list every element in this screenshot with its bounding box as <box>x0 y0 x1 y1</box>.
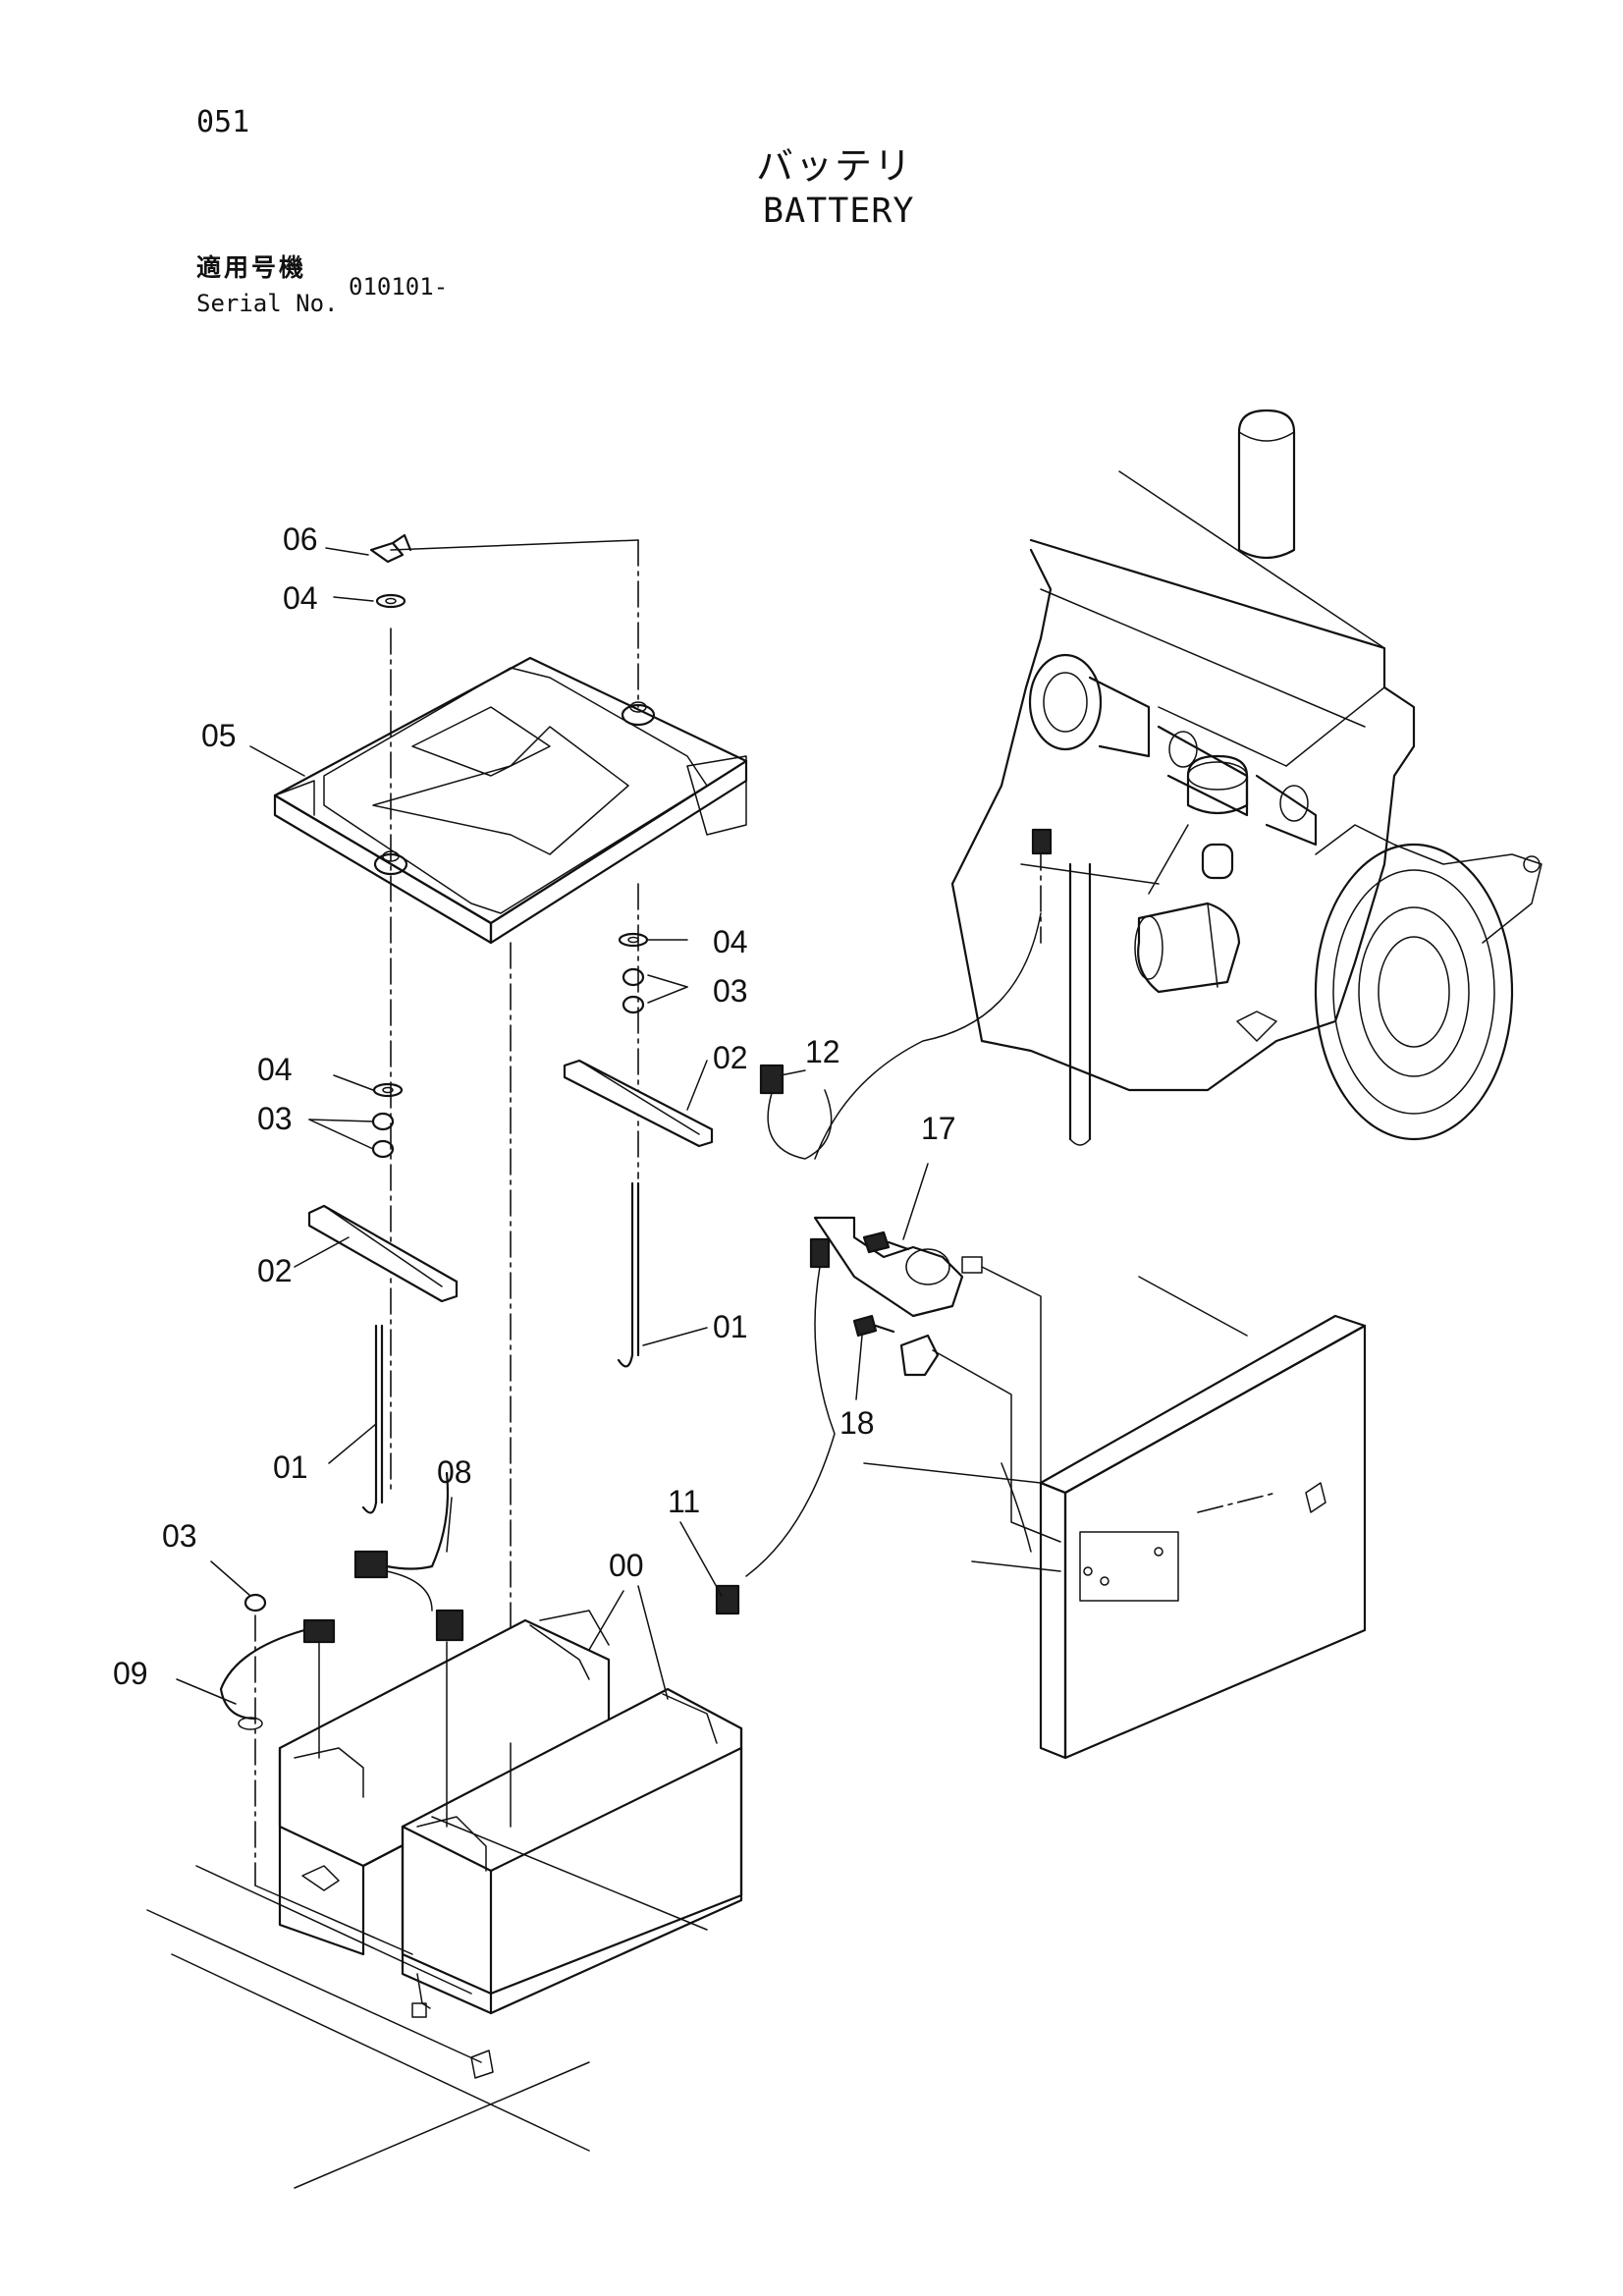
callout-01-left: 01 <box>273 1449 308 1485</box>
nut-left-1 <box>371 1112 395 1131</box>
right-hardware-stack <box>510 539 714 1744</box>
callout-17: 17 <box>921 1111 956 1146</box>
callout-03-bottom: 03 <box>162 1518 197 1554</box>
callout-04-left: 04 <box>257 1052 293 1087</box>
callout-12: 12 <box>805 1034 840 1069</box>
callout-02-left: 02 <box>257 1253 293 1288</box>
callout-06: 06 <box>283 521 318 557</box>
engine-illustration <box>814 409 1542 1160</box>
nut-bottom <box>243 1593 267 1613</box>
battery-cables <box>219 1471 512 1886</box>
starter-motor <box>1137 902 1241 994</box>
washer-left <box>372 1082 404 1098</box>
callout-11: 11 <box>668 1484 700 1519</box>
bolt-17 <box>862 1230 891 1254</box>
battery-mounting-plate <box>863 1276 1367 1760</box>
page-title: BATTERY <box>763 191 915 231</box>
nut-left-2 <box>371 1139 395 1159</box>
leader-lines <box>176 547 929 1705</box>
bolt-18 <box>852 1314 878 1338</box>
serial-label: Serial No. <box>196 290 339 317</box>
callout-01-right: 01 <box>713 1309 748 1344</box>
callout-labels: 06 04 05 04 03 02 04 03 02 01 01 08 03 0… <box>113 521 956 1691</box>
washer-top <box>375 593 406 609</box>
battery-hold-down <box>273 656 748 945</box>
page-title-japanese: バッテリ <box>756 144 914 188</box>
serial-label-japanese: 適用号機 <box>196 253 307 282</box>
flywheel-housing <box>1314 843 1514 1141</box>
exhaust-pipe <box>1237 409 1296 560</box>
oil-filter <box>1186 754 1249 815</box>
engine-block <box>950 538 1416 1092</box>
callout-02-right: 02 <box>713 1040 748 1075</box>
callout-03-right: 03 <box>713 973 748 1009</box>
batteries <box>278 1610 743 2015</box>
callout-08: 08 <box>437 1454 472 1490</box>
frame-floor <box>146 1816 708 2189</box>
callout-09: 09 <box>113 1656 148 1691</box>
nut-right-2 <box>622 995 645 1014</box>
callout-05: 05 <box>201 718 237 753</box>
washer-right <box>618 932 649 948</box>
bar-left <box>307 1204 459 1303</box>
callout-00: 00 <box>609 1548 644 1583</box>
page-number: 051 <box>196 105 250 139</box>
callout-18: 18 <box>839 1405 875 1441</box>
serial-number-value: 010101- <box>349 273 449 301</box>
left-hardware-stack <box>307 533 639 1514</box>
battery-relay-assembly <box>715 1064 1061 1615</box>
callout-04-top: 04 <box>283 580 318 616</box>
callout-03-left: 03 <box>257 1101 293 1136</box>
callout-04-right: 04 <box>713 924 748 959</box>
wing-nut <box>369 533 412 564</box>
nut-right-1 <box>622 967 645 987</box>
